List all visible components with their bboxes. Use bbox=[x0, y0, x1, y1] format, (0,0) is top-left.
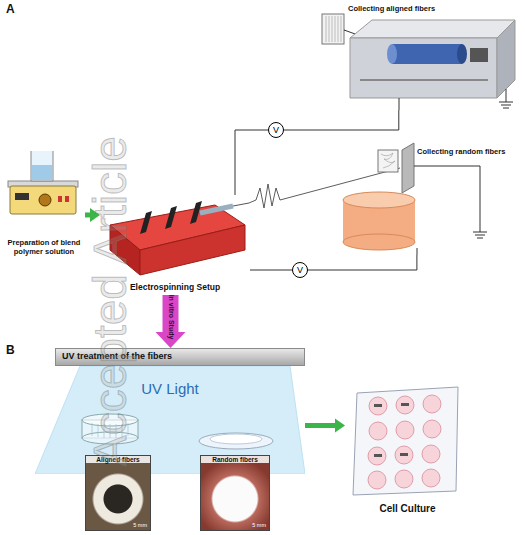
node-outline bbox=[35, 366, 305, 474]
node-text: Random fibers bbox=[201, 456, 269, 463]
uv-treatment-band: UV treatment of the fibers bbox=[55, 348, 305, 366]
watermark: Accepted Article bbox=[87, 41, 133, 535]
connector bbox=[235, 110, 399, 195]
connector-line bbox=[305, 423, 338, 428]
connector-line bbox=[163, 295, 179, 337]
panel-label: A bbox=[6, 2, 15, 16]
aligned-fibers-photo: Aligned fibers 5 mm bbox=[85, 455, 151, 531]
electrospinning-setup: Electrospinning Setup bbox=[100, 195, 250, 295]
random-fibers-photo: Random fibers 5 mm bbox=[200, 455, 270, 531]
connector bbox=[250, 255, 417, 270]
node-text: UV Light bbox=[35, 380, 305, 397]
connector bbox=[305, 418, 345, 432]
connector-line bbox=[250, 255, 417, 270]
node-text: Aligned fibers bbox=[86, 456, 150, 463]
arrow-head bbox=[90, 208, 100, 222]
voltage-source: V bbox=[292, 262, 308, 278]
aligned-collector: Collecting aligned fibers bbox=[320, 3, 517, 110]
node-text: Cell Culture bbox=[345, 503, 470, 515]
random-collector: Collecting random fibers bbox=[335, 140, 517, 255]
node-text: Electrospinning Setup bbox=[100, 283, 250, 293]
node-text: 5 mm bbox=[133, 522, 147, 528]
arrow-head bbox=[335, 418, 345, 432]
connector-line bbox=[235, 110, 399, 195]
node-shape bbox=[353, 387, 458, 495]
connector bbox=[85, 208, 100, 222]
connector-line bbox=[85, 212, 93, 217]
node-text: 5 mm bbox=[252, 522, 266, 528]
arrow-head bbox=[156, 332, 186, 348]
node-outline bbox=[345, 385, 470, 520]
node-text: Collecting aligned fibers bbox=[348, 5, 435, 14]
arrow-label: In vitro Study bbox=[167, 295, 174, 340]
node-text: Preparation of blend polymer solution bbox=[3, 238, 85, 256]
connector bbox=[156, 295, 186, 348]
node-text: Collecting random fibers bbox=[417, 148, 505, 157]
panel-label: B bbox=[6, 343, 15, 357]
node-text: UV treatment of the fibers bbox=[62, 351, 172, 361]
uv-light-cone: UV Light bbox=[35, 366, 305, 474]
node-shape bbox=[35, 366, 305, 474]
solution-prep: Preparation of blend polymer solution bbox=[3, 148, 85, 256]
voltage-source: V bbox=[268, 122, 284, 138]
cell-culture-plate: Cell Culture bbox=[345, 385, 470, 520]
